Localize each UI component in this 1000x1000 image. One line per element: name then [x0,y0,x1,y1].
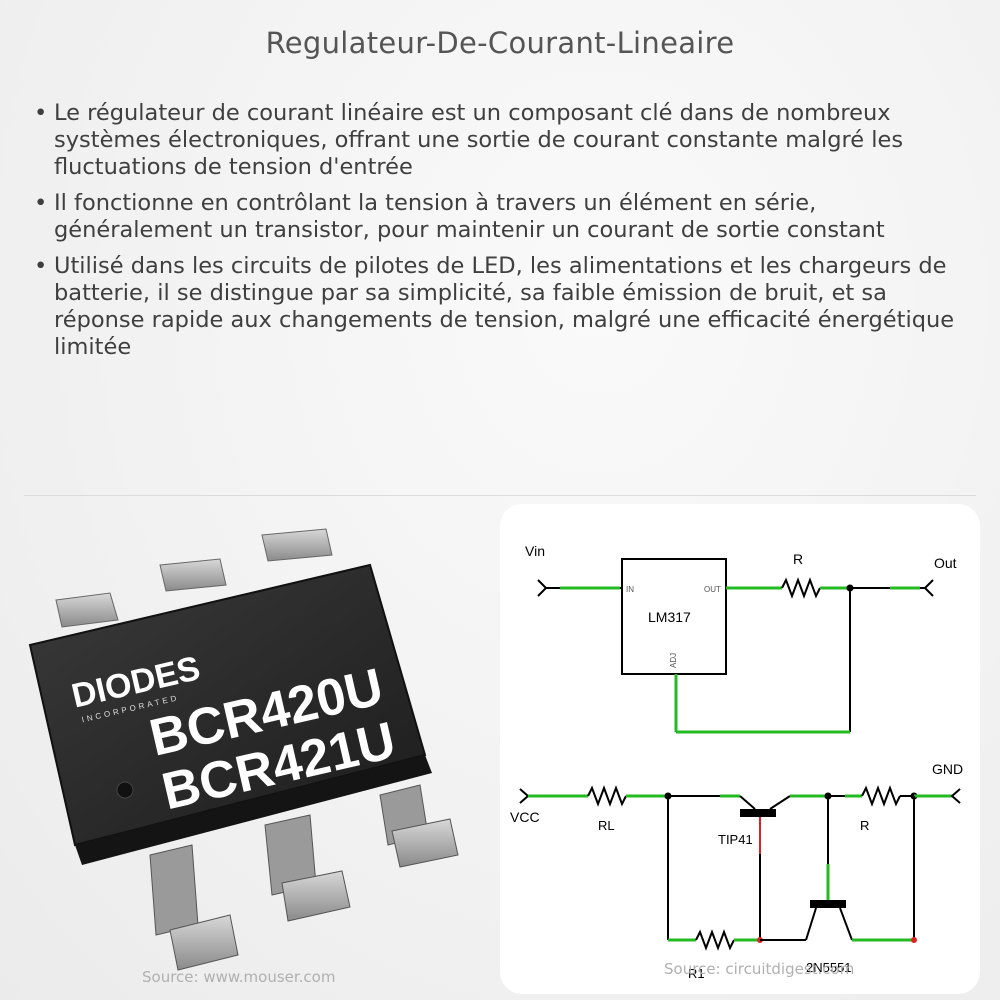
chip-illustration: DIODES INCORPORATED BCR420U BCR421U [28,528,459,971]
bullet-item: •Il fonctionne en contrôlant la tension … [34,190,974,244]
label-r-bottom: R [860,818,869,833]
schematic-diagram: Vin Out LM317 IN OUT ADJ R [510,543,963,981]
lm317-circuit: Vin Out LM317 IN OUT ADJ R [525,543,957,734]
resistor-r-bottom [861,785,901,807]
chip-image: DIODES INCORPORATED BCR420U BCR421U [20,505,490,995]
ic-label: LM317 [648,609,691,625]
resistor-rl [587,785,627,807]
chip-top-pins [55,528,333,628]
label-r-top: R [793,551,803,567]
label-vin: Vin [525,543,545,559]
lm317-ic [621,558,727,675]
bullet-text: Il fonctionne en contrôlant la tension à… [54,190,885,243]
bullet-item: •Utilisé dans les circuits de pilotes de… [34,253,974,361]
transistor-tip41 [739,795,791,854]
label-tip41: TIP41 [718,832,753,847]
bullet-list: •Le régulateur de courant linéaire est u… [34,100,974,370]
resistor-r-top [781,577,821,599]
label-gnd: GND [932,761,963,777]
schematic-image: Vin Out LM317 IN OUT ADJ R [500,504,980,994]
bullet-marker: • [34,100,48,126]
bullet-item: •Le régulateur de courant linéaire est u… [34,100,974,181]
label-vcc: VCC [510,809,540,825]
chip-bottom-pins [149,784,459,971]
bullet-text: Le régulateur de courant linéaire est un… [54,100,904,180]
label-rl: RL [598,818,615,833]
label-out: Out [934,555,957,571]
source-caption-right: Source: circuitdigest.com [664,960,855,978]
bullet-marker: • [34,190,48,216]
chip-body [28,563,432,865]
transistor-circuit: VCC GND RL TIP41 R [510,761,963,981]
section-divider [24,495,976,496]
bullet-marker: • [34,253,48,279]
pin-in-label: IN [626,585,634,594]
pin-adj-label: ADJ [669,653,678,668]
transistor-2n5551 [805,900,853,941]
bullet-text: Utilisé dans les circuits de pilotes de … [54,253,955,360]
page-title: Regulateur-De-Courant-Lineaire [265,26,735,60]
pin-out-label: OUT [704,585,721,594]
label-2n5551: 2N5551 [806,960,852,975]
resistor-r1 [695,929,735,951]
label-r1: R1 [688,966,705,981]
source-caption-left: Source: www.mouser.com [142,968,336,986]
